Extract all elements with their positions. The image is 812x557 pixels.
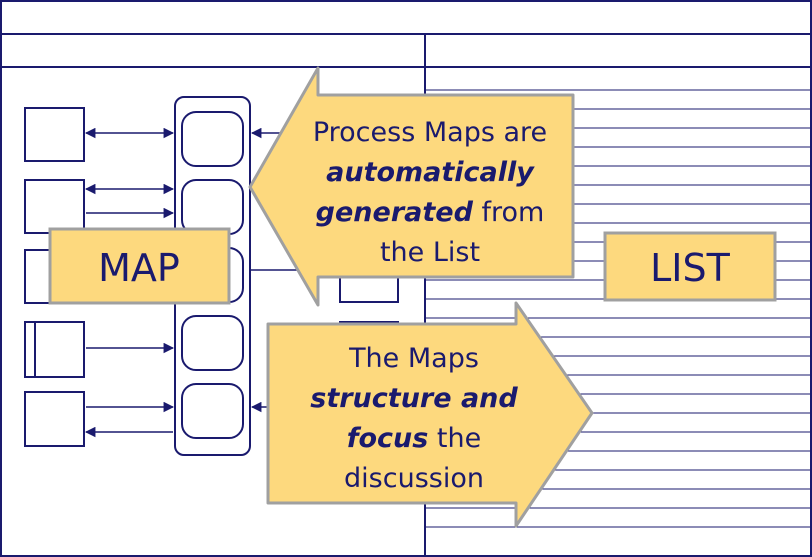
callout-top-line3-strong: generated	[316, 197, 474, 228]
list-label: LIST	[650, 246, 730, 290]
map-input-box	[24, 391, 85, 447]
callout-bottom-line3: focus the	[347, 423, 482, 454]
callout-bottom-line2: structure and	[310, 383, 518, 414]
callout-top-line1: Process Maps are	[313, 117, 547, 148]
list-label-box: LIST	[603, 231, 777, 302]
callout-bottom-line3-rest: the	[428, 423, 481, 454]
map-process-step	[181, 383, 244, 439]
map-process-step	[181, 111, 244, 167]
callout-structure-and-focus: The Maps structure and focus the discuss…	[266, 301, 594, 528]
callout-top-line3-rest: from	[473, 197, 544, 228]
map-label: MAP	[98, 246, 180, 290]
callout-automatically-generated: Process Maps are automatically generated…	[248, 66, 575, 307]
map-input-box	[24, 321, 85, 378]
map-connectors	[84, 127, 300, 438]
map-label-box: MAP	[48, 227, 231, 305]
callout-top-line3: generated from	[316, 197, 545, 228]
callout-top-line4: the List	[380, 237, 480, 268]
callout-bottom-line3-strong: focus	[347, 423, 429, 454]
map-input-box	[24, 179, 85, 234]
callout-right-arrow	[266, 301, 594, 528]
callout-bottom-line4: discussion	[344, 463, 484, 494]
map-input-box	[24, 107, 85, 162]
map-process-step	[181, 315, 244, 371]
list-label-background	[603, 231, 777, 302]
map-process-step	[181, 179, 244, 235]
callout-left-arrow	[248, 66, 575, 307]
map-label-background	[48, 227, 231, 305]
callout-bottom-line1: The Maps	[348, 343, 479, 374]
callout-top-line2: automatically	[326, 157, 535, 188]
